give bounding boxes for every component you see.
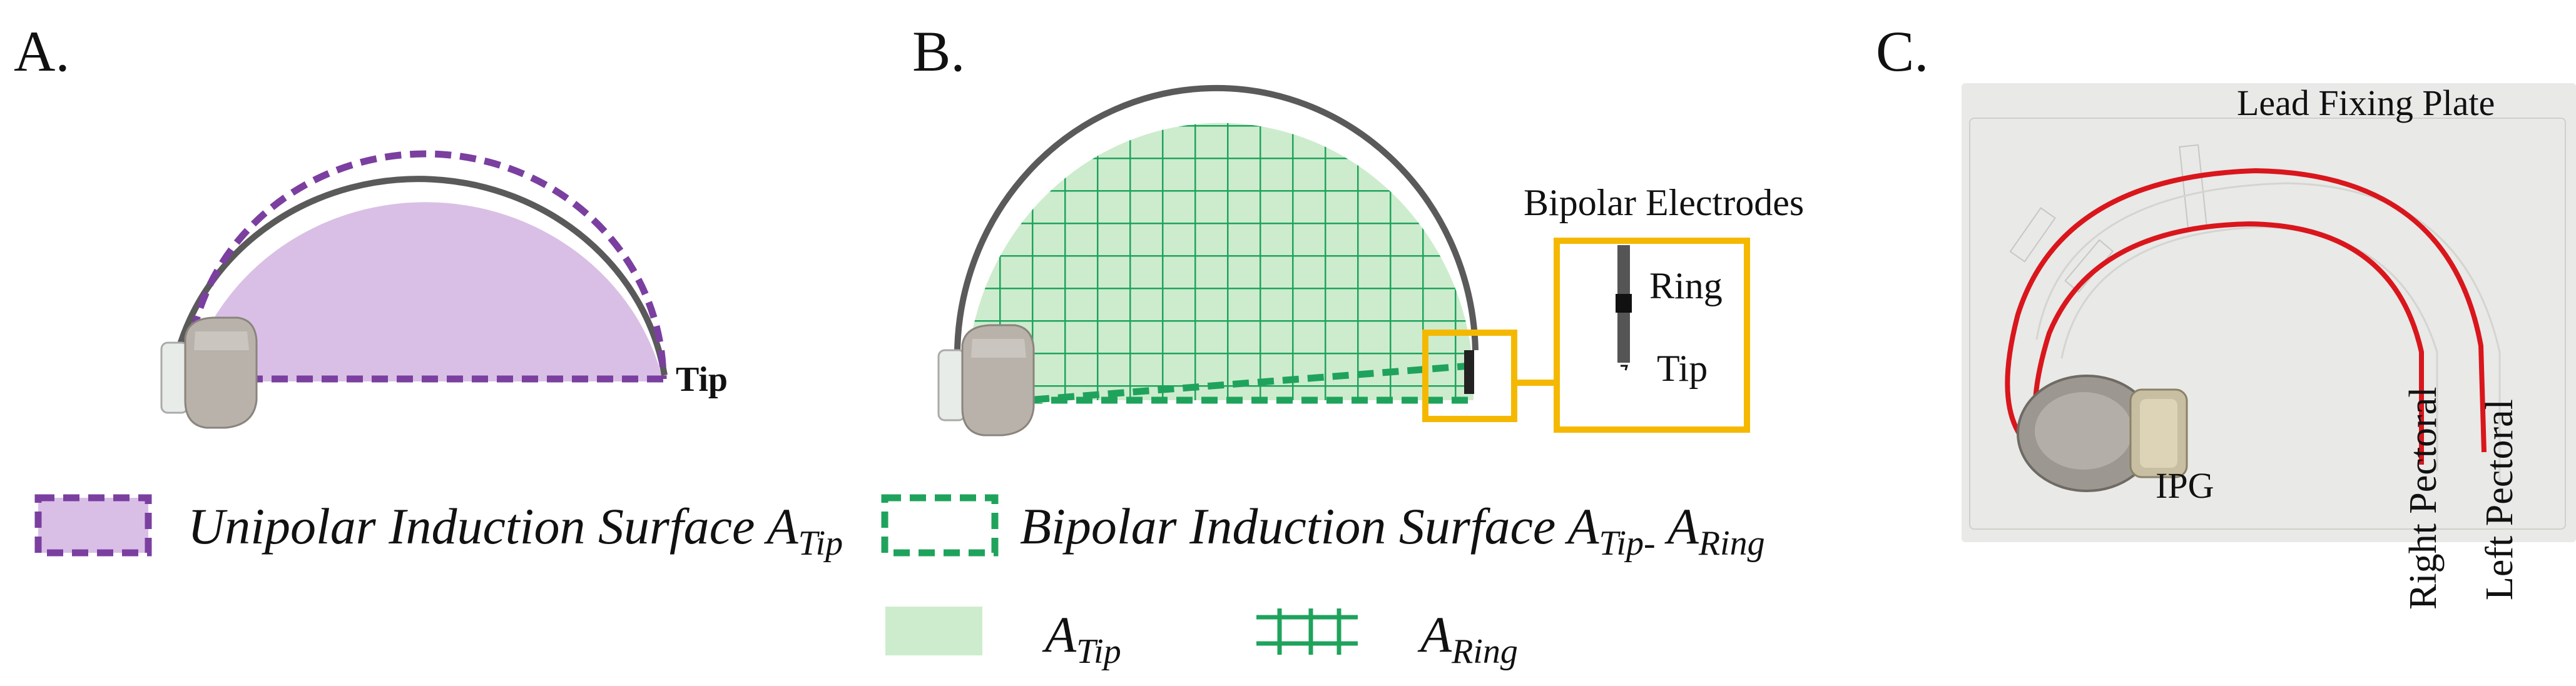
panel-a-tip-label: Tip [676, 360, 728, 399]
inset-tip-label: Tip [1657, 348, 1708, 389]
ring-electrode [1616, 294, 1632, 313]
legend-bipolar-text: Bipolar Induction Surface ATip- ARing [1020, 498, 1765, 563]
legend-unipolar-text: Unipolar Induction Surface ATip [188, 498, 843, 563]
panel-c-label: C. [1876, 19, 1929, 83]
lead-arc [175, 176, 668, 376]
legend-a-ring-swatch [1256, 608, 1358, 655]
panel-a-label: A. [14, 19, 70, 83]
plate-outline [1969, 118, 2566, 530]
panel-b-label: B. [912, 19, 965, 83]
unipolar-surface [188, 202, 663, 381]
inset-title: Bipolar Electrodes [1524, 182, 1805, 223]
tip-highlight-box [1422, 330, 1517, 422]
legend-a-tip-text: ATip [1045, 606, 1121, 671]
inset-box [1554, 238, 1750, 433]
legend-unipolar-swatch [34, 494, 152, 557]
ring-label: Ring [1649, 265, 1723, 306]
right-pectoral-label: Right Pectoral [2402, 386, 2445, 610]
legend-bipolar-swatch [881, 494, 999, 557]
pacemaker-device-icon [160, 316, 258, 429]
unipolar-outline [184, 150, 667, 383]
lead-tip [1464, 350, 1474, 394]
ipg-device-icon [2017, 375, 2188, 492]
left-pectoral-lead [2005, 168, 2487, 461]
pacemaker-device-icon-b [937, 324, 1035, 436]
ipg-label: IPG [2156, 465, 2214, 506]
a-tip-area [966, 123, 1474, 400]
legend-a-ring-text: ARing [1420, 606, 1518, 671]
lead-fixing-photo: Lead Fixing Plate IPG [1962, 83, 2576, 542]
panel-b-diagram [937, 84, 1750, 436]
photo-drawing [2005, 144, 2501, 492]
panel-a-diagram [160, 150, 668, 429]
legend-a-tip-swatch [885, 607, 982, 655]
lead-arc-b [954, 84, 1479, 363]
left-pectoral-label: Left Pectoral [2478, 399, 2521, 600]
plate-label: Lead Fixing Plate [2237, 83, 2495, 123]
